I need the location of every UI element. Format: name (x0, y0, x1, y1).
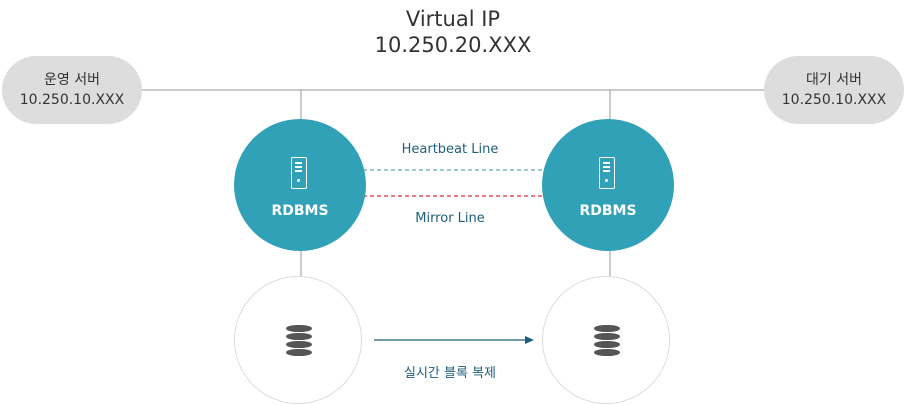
standby-server: 대기 서버 10.250.10.XXX (764, 56, 904, 124)
rdbms-node-right: RDBMS (542, 119, 674, 251)
replication-label: 실시간 블록 복제 (404, 366, 496, 381)
database-icon (594, 325, 620, 357)
replication-arrow-head (525, 336, 534, 344)
server-icon (291, 157, 307, 189)
server-icon (599, 157, 615, 189)
heartbeat-line-label: Heartbeat Line (401, 142, 499, 157)
rdbms-node-left: RDBMS (234, 119, 366, 251)
standby-server-name: 대기 서버 (806, 72, 862, 88)
active-server-ip: 10.250.10.XXX (19, 92, 125, 108)
active-server-name: 운영 서버 (44, 72, 100, 88)
virtual-ip: Virtual IP 10.250.20.XXX (353, 6, 553, 58)
standby-server-ip: 10.250.10.XXX (781, 92, 887, 108)
rdbms-label-left: RDBMS (271, 203, 329, 219)
storage-node-left (234, 276, 362, 404)
virtual-ip-address: 10.250.20.XXX (374, 33, 532, 57)
rdbms-label-right: RDBMS (579, 203, 637, 219)
virtual-ip-title: Virtual IP (405, 7, 501, 31)
mirror-line-label: Mirror Line (415, 211, 485, 226)
database-icon (286, 325, 312, 357)
storage-node-right (542, 276, 670, 404)
active-server: 운영 서버 10.250.10.XXX (2, 56, 142, 124)
